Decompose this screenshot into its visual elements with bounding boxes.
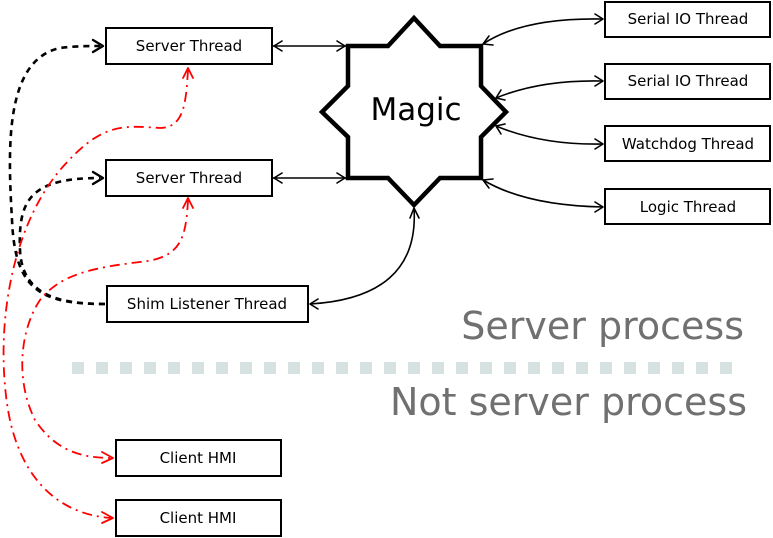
node-label: Server Thread bbox=[136, 37, 242, 55]
link-logic-magic bbox=[482, 178, 604, 213]
link-watchdog-magic bbox=[495, 123, 604, 150]
node-label: Watchdog Thread bbox=[622, 135, 754, 153]
node-label: Logic Thread bbox=[640, 198, 736, 216]
node-server-thread-2[interactable]: Server Thread bbox=[105, 159, 273, 197]
node-label: Serial IO Thread bbox=[628, 10, 749, 28]
node-label: Server Thread bbox=[136, 169, 242, 187]
node-label: Shim Listener Thread bbox=[127, 295, 287, 313]
node-serial-io-thread-2[interactable]: Serial IO Thread bbox=[604, 63, 771, 100]
node-watchdog-thread[interactable]: Watchdog Thread bbox=[604, 125, 771, 162]
node-label: Serial IO Thread bbox=[628, 72, 749, 90]
link-server2-hmi1 bbox=[21, 197, 194, 464]
node-client-hmi-2[interactable]: Client HMI bbox=[115, 499, 282, 537]
link-server1-hmi2 bbox=[2, 67, 194, 524]
magic-star-shape bbox=[318, 14, 510, 209]
node-shim-listener-thread[interactable]: Shim Listener Thread bbox=[106, 285, 309, 323]
node-client-hmi-1[interactable]: Client HMI bbox=[115, 439, 282, 477]
link-serial2-magic bbox=[495, 75, 604, 101]
magic-label: Magic bbox=[370, 92, 461, 128]
region-label-not-server-process: Not server process bbox=[390, 380, 747, 424]
node-logic-thread[interactable]: Logic Thread bbox=[604, 188, 771, 225]
magic-node[interactable]: Magic bbox=[318, 14, 510, 209]
node-serial-io-thread-1[interactable]: Serial IO Thread bbox=[604, 1, 771, 38]
link-shim-server1 bbox=[8, 38, 106, 306]
link-serial1-magic bbox=[482, 13, 604, 46]
link-shim-server2 bbox=[18, 170, 106, 306]
region-label-server-process: Server process bbox=[461, 304, 744, 348]
link-server1-magic bbox=[273, 40, 346, 52]
link-shim-magic bbox=[309, 207, 420, 310]
node-server-thread-1[interactable]: Server Thread bbox=[105, 27, 273, 65]
node-label: Client HMI bbox=[160, 449, 237, 467]
link-server2-magic bbox=[273, 172, 346, 184]
node-label: Client HMI bbox=[160, 509, 237, 527]
